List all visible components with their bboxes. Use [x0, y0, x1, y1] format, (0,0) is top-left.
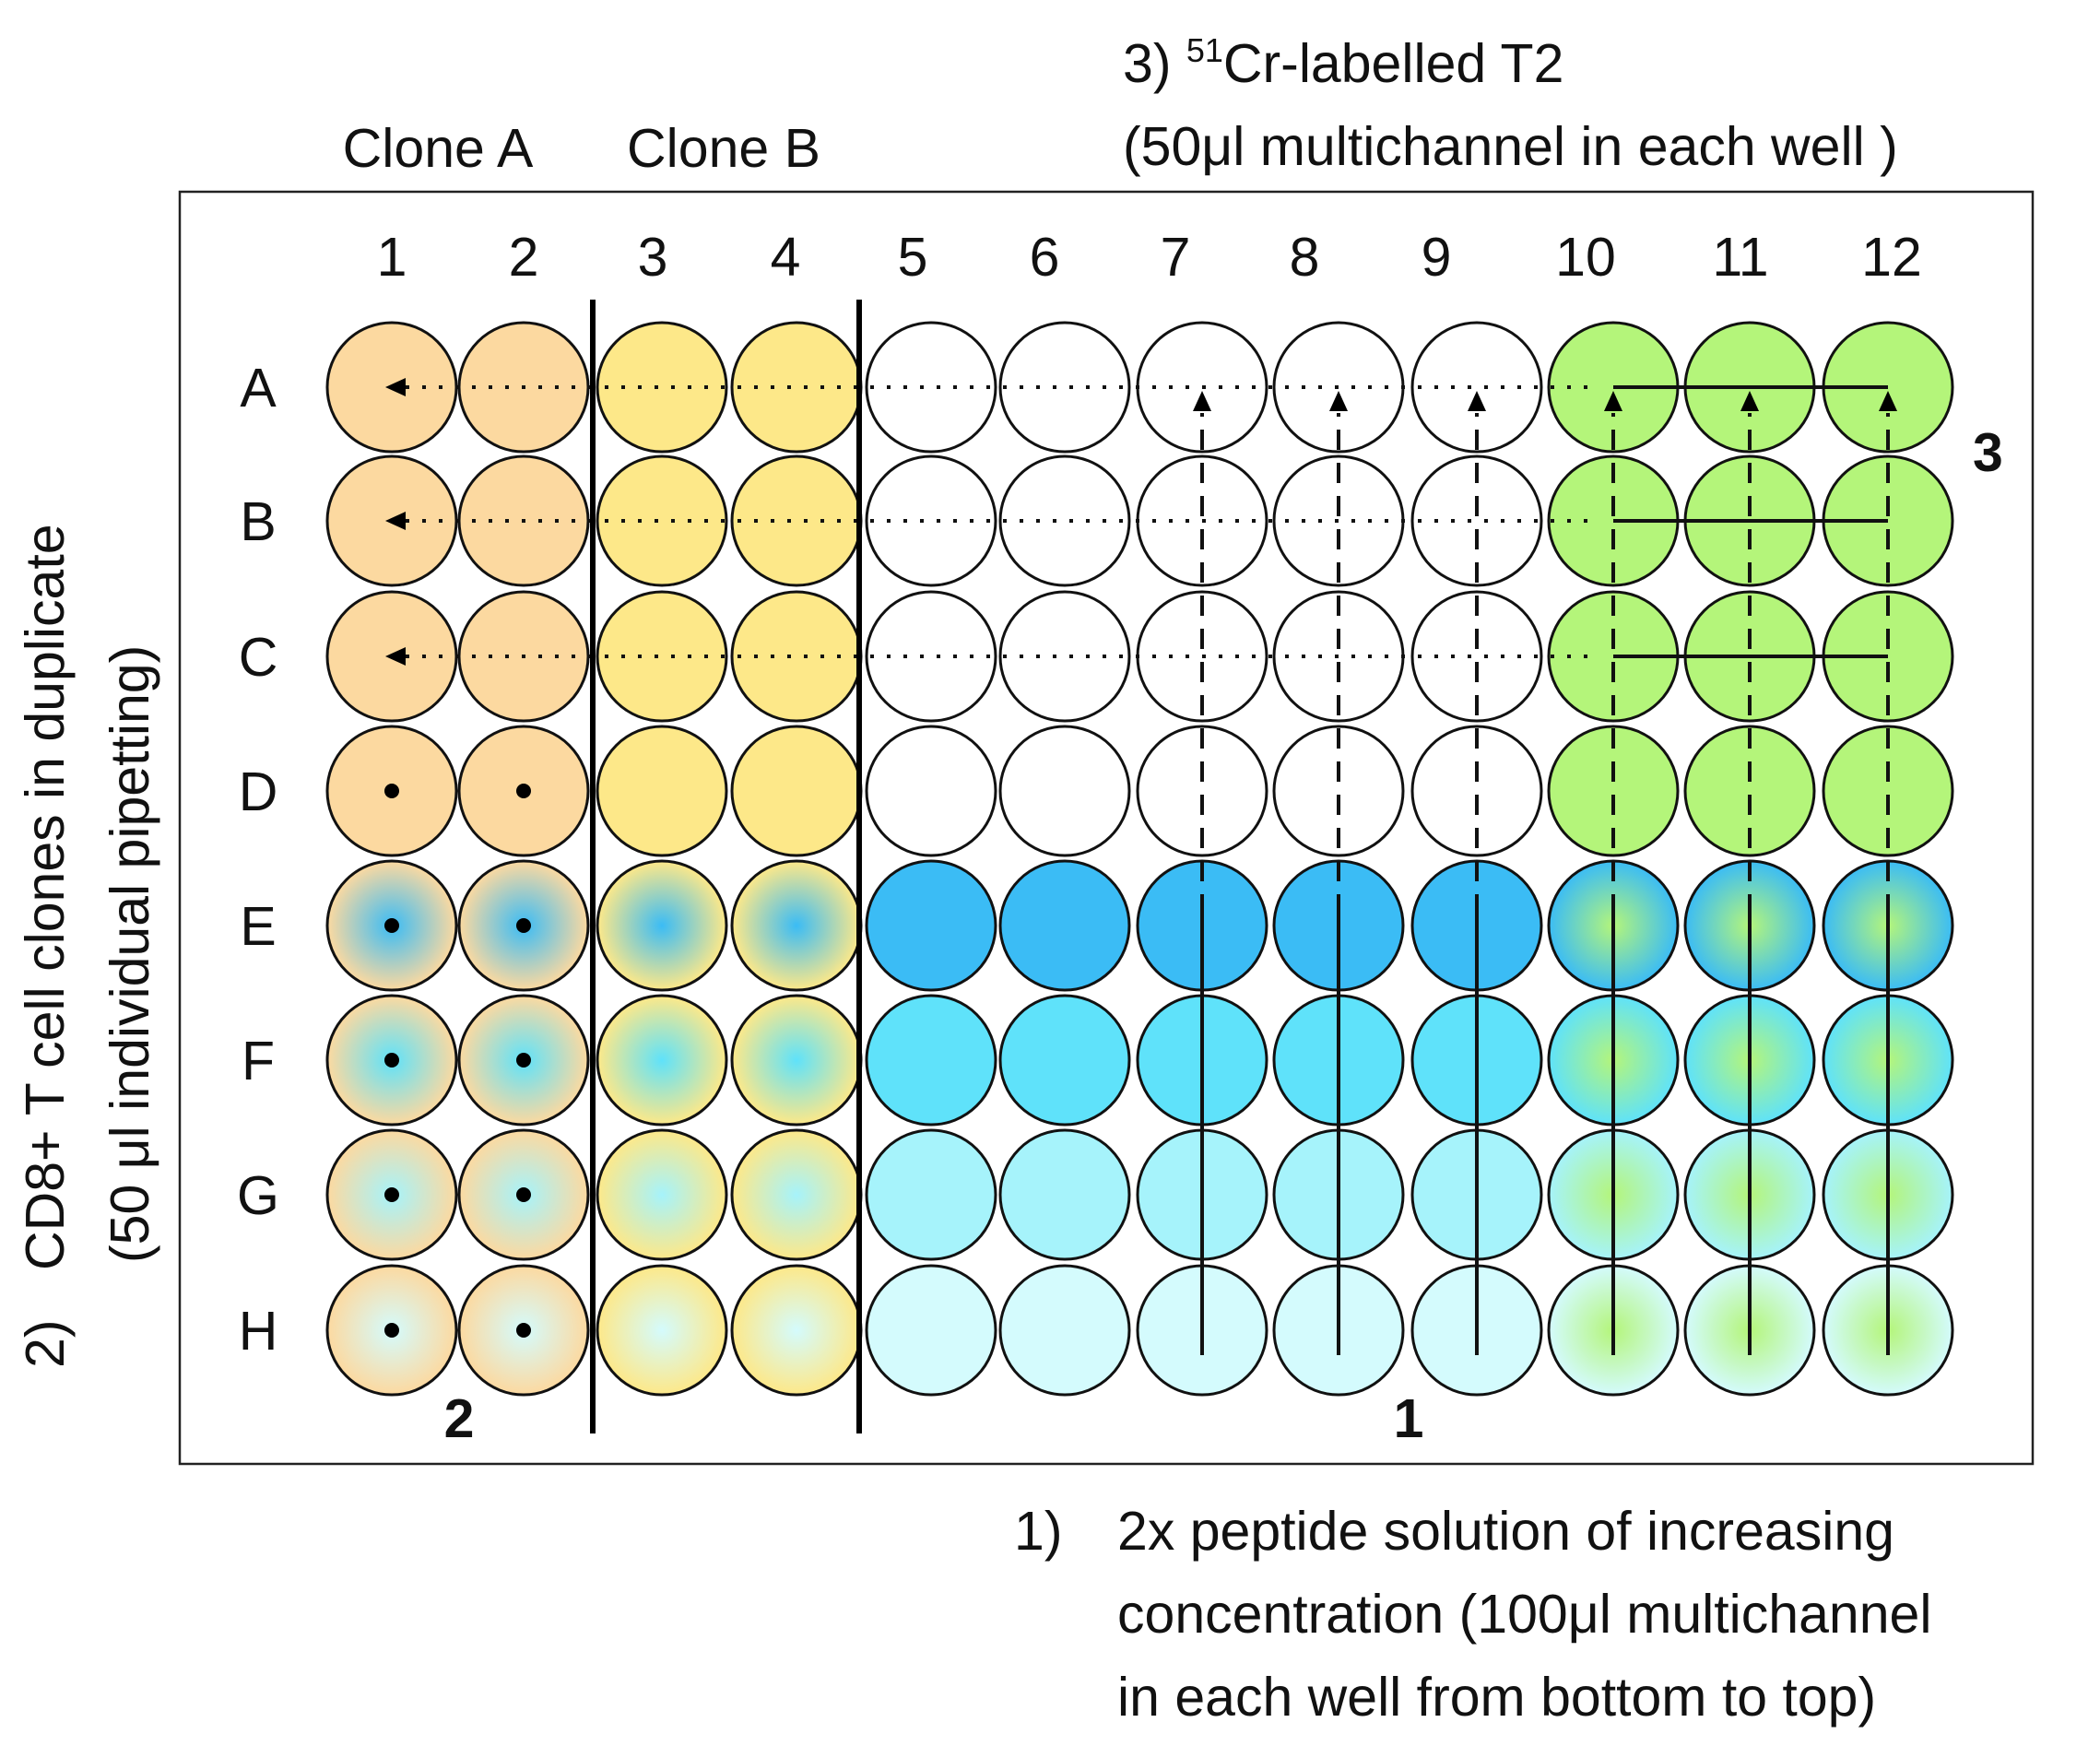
column-number-12: 12	[1861, 227, 1922, 288]
well-D9	[1410, 725, 1543, 857]
well-H6	[998, 1264, 1131, 1397]
well-dot-F1	[384, 1053, 399, 1068]
column-number-8: 8	[1289, 227, 1320, 288]
step3-number: 3)	[1123, 33, 1172, 94]
well-E6	[998, 859, 1131, 992]
arrowhead-up-col-8	[1329, 391, 1348, 411]
well-A5	[865, 321, 997, 454]
well-D12	[1822, 725, 1954, 857]
well-H3	[596, 1264, 728, 1397]
step3-text: Cr-labelled T2	[1222, 33, 1564, 94]
row-letter-F: F	[241, 1031, 276, 1091]
well-H4	[730, 1264, 863, 1397]
step3-title: 3) 51Cr-labelled T2	[1123, 34, 1563, 91]
row-letter-D: D	[238, 761, 278, 822]
well-B5	[865, 454, 997, 587]
arrowhead-left-row-B	[385, 512, 406, 530]
well-F5	[865, 994, 997, 1127]
well-F6	[998, 994, 1131, 1127]
well-H5	[865, 1264, 997, 1397]
well-E3	[596, 859, 728, 992]
well-dot-D2	[516, 784, 531, 798]
column-number-11: 11	[1712, 227, 1769, 288]
well-G3	[596, 1128, 728, 1261]
column-number-2: 2	[508, 227, 539, 288]
well-dot-E1	[384, 918, 399, 933]
well-E5	[865, 859, 997, 992]
well-G6	[998, 1128, 1131, 1261]
step1-line3: in each well from bottom to top)	[1117, 1667, 1877, 1728]
well-dot-H1	[384, 1323, 399, 1338]
column-number-10: 10	[1555, 227, 1616, 288]
well-dot-G2	[516, 1187, 531, 1202]
well-E4	[730, 859, 863, 992]
arrowhead-left-row-A	[385, 378, 406, 396]
arrowhead-up-col-12	[1879, 391, 1897, 411]
step1-line1: 2x peptide solution of increasing	[1117, 1501, 1894, 1562]
well-D3	[596, 725, 728, 857]
column-number-1: 1	[376, 227, 407, 288]
row-letter-A: A	[240, 358, 277, 419]
well-A9	[1410, 321, 1543, 454]
clone-a-label: Clone A	[342, 118, 534, 179]
well-dot-F2	[516, 1053, 531, 1068]
arrowhead-up-col-10	[1604, 391, 1622, 411]
column-number-3: 3	[637, 227, 668, 288]
well-C4	[730, 590, 863, 723]
well-C3	[596, 590, 728, 723]
well-D5	[865, 725, 997, 857]
well-B3	[596, 454, 728, 587]
well-B6	[998, 454, 1131, 587]
step2-line1: CD8+ T cell clones in duplicate	[15, 524, 76, 1270]
step2-number: 2)	[15, 1319, 76, 1368]
well-dot-G1	[384, 1187, 399, 1202]
column-number-5: 5	[897, 227, 928, 288]
well-G5	[865, 1128, 997, 1261]
step2-line2: (50 μl individual pipetting)	[100, 644, 160, 1263]
column-number-9: 9	[1421, 227, 1452, 288]
column-number-7: 7	[1160, 227, 1191, 288]
step1-line2: concentration (100μl multichannel	[1117, 1584, 1932, 1645]
step1-number: 1)	[1014, 1501, 1063, 1562]
well-A4	[730, 321, 863, 454]
marker-3: 3	[1973, 422, 2003, 483]
well-D7	[1136, 725, 1268, 857]
arrowhead-up-col-9	[1468, 391, 1486, 411]
well-D4	[730, 725, 863, 857]
arrowhead-up-col-11	[1740, 391, 1759, 411]
well-B9	[1410, 454, 1543, 587]
arrowhead-left-row-C	[385, 647, 406, 666]
arrowhead-up-col-7	[1193, 391, 1211, 411]
arrows-group	[384, 378, 1897, 1355]
well-D6	[998, 725, 1131, 857]
step3-line2: (50μl multichannel in each well )	[1123, 116, 1898, 177]
well-G4	[730, 1128, 863, 1261]
row-letter-E: E	[240, 896, 277, 957]
row-letter-H: H	[238, 1301, 278, 1362]
marker-2: 2	[443, 1388, 475, 1449]
well-dot-H2	[516, 1323, 531, 1338]
well-D11	[1683, 725, 1816, 857]
well-C5	[865, 590, 997, 723]
well-dot-E2	[516, 918, 531, 933]
well-B4	[730, 454, 863, 587]
well-C6	[998, 590, 1131, 723]
marker-1: 1	[1393, 1388, 1424, 1449]
well-D10	[1547, 725, 1680, 857]
row-letter-B: B	[240, 491, 277, 552]
well-F3	[596, 994, 728, 1127]
well-A6	[998, 321, 1131, 454]
column-number-4: 4	[770, 227, 801, 288]
column-number-6: 6	[1029, 227, 1060, 288]
well-F4	[730, 994, 863, 1127]
clone-b-label: Clone B	[627, 118, 820, 179]
row-letter-C: C	[238, 627, 278, 688]
well-A3	[596, 321, 728, 454]
step3-isotope-mass: 51	[1186, 31, 1223, 69]
well-D8	[1272, 725, 1405, 857]
well-C9	[1410, 590, 1543, 723]
row-letter-G: G	[237, 1165, 279, 1226]
well-dot-D1	[384, 784, 399, 798]
